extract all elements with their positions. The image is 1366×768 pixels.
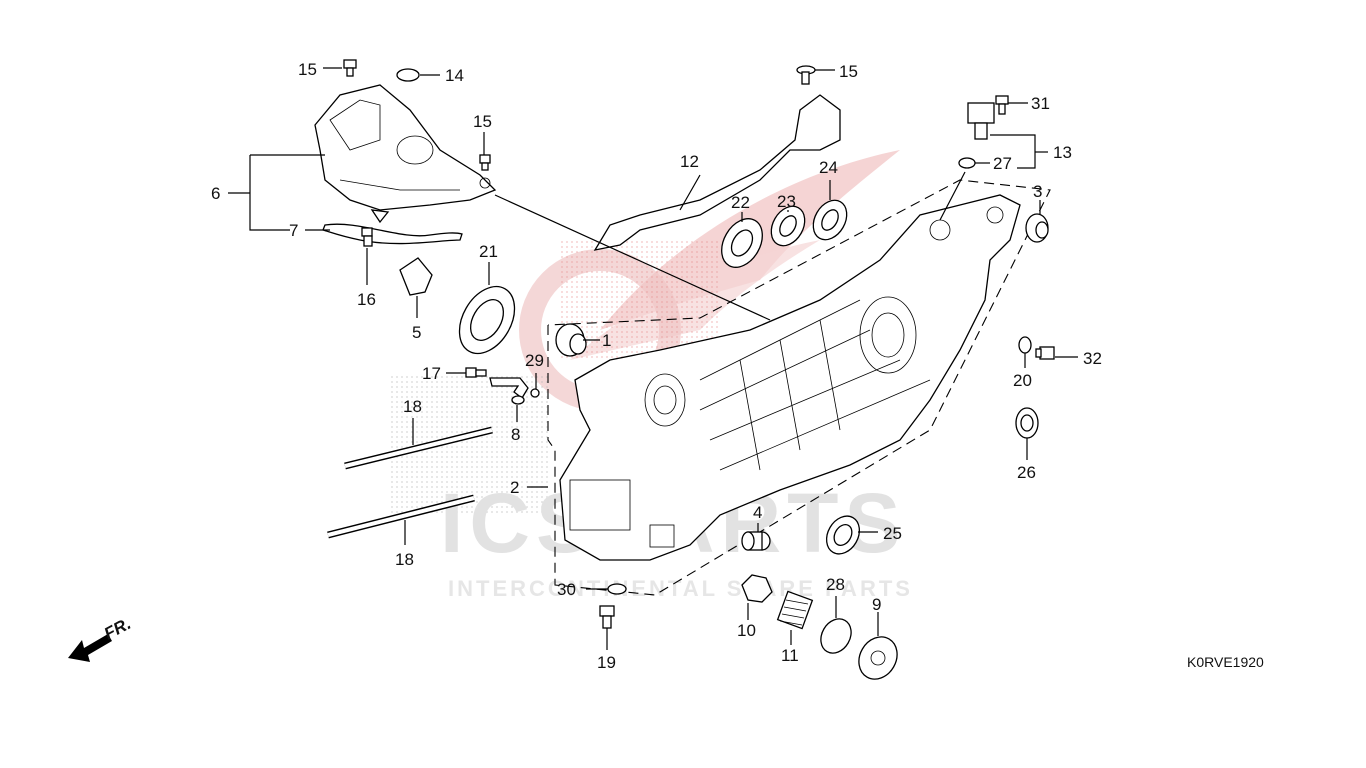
part-32-bolt: [1035, 346, 1055, 360]
part-6-cover: [314, 84, 497, 224]
part-4-collar: [741, 531, 771, 551]
callout-26: 26: [1017, 463, 1036, 482]
callout-23: 23: [777, 192, 796, 211]
part-29-ring: [530, 388, 540, 398]
callout-6: 6: [211, 184, 220, 203]
callout-11: 11: [781, 646, 799, 665]
part-5-plate: [399, 257, 433, 296]
callout-3: 3: [1033, 182, 1042, 201]
callout-7: 7: [289, 221, 298, 240]
callout-18a: 18: [403, 397, 422, 416]
part-31-bolt: [995, 95, 1009, 115]
callout-9: 9: [872, 595, 881, 614]
part-19-bolt: [599, 605, 615, 629]
part-30-washer: [607, 583, 627, 595]
part-10-plug: [741, 574, 773, 603]
callout-22: 22: [731, 193, 750, 212]
part-11-spring: [776, 590, 814, 630]
part-8-washer: [511, 395, 525, 405]
callout-21: 21: [479, 242, 498, 261]
callout-20: 20: [1013, 371, 1032, 390]
callout-29: 29: [525, 351, 544, 370]
callout-19: 19: [597, 653, 616, 672]
part-18-stud: [327, 494, 475, 539]
part-18-stud: [344, 426, 493, 470]
part-1-collar: [555, 323, 587, 357]
callout-5: 5: [412, 323, 421, 342]
callout-24: 24: [819, 158, 838, 177]
callout-1: 1: [602, 331, 611, 350]
callout-27: 27: [993, 154, 1012, 173]
callout-32: 32: [1083, 349, 1102, 368]
callout-28: 28: [826, 575, 845, 594]
part-25-seal: [825, 515, 861, 555]
callout-18b: 18: [395, 550, 414, 569]
callout-4: 4: [753, 503, 762, 522]
part-23-bearing: [770, 205, 806, 247]
callout-15a: 15: [298, 60, 317, 79]
part-21-bearing: [458, 285, 516, 355]
part-3-collar: [1025, 213, 1049, 243]
part-28-oring: [820, 618, 852, 654]
part-15-bolt: [479, 154, 491, 171]
callout-2: 2: [510, 478, 519, 497]
callout-17: 17: [422, 364, 441, 383]
diagram-code: K0RVE1920: [1187, 654, 1264, 670]
part-26-seal: [1015, 407, 1039, 439]
callout-labels: 1 2 3 4 5 6 7 8 9 10 11 12 13 14 15 15 1…: [211, 60, 1102, 672]
callout-8: 8: [511, 425, 520, 444]
part-9-cap: [858, 636, 898, 680]
part-27-oring: [958, 157, 976, 169]
part-15-bolt: [796, 65, 816, 85]
callout-13: 13: [1053, 143, 1072, 162]
callout-10: 10: [737, 621, 756, 640]
callout-15b: 15: [473, 112, 492, 131]
part-24-bearing: [812, 199, 848, 241]
part-15-bolt: [343, 59, 357, 77]
callout-30: 30: [557, 580, 576, 599]
callout-12: 12: [680, 152, 699, 171]
part-12-bracket: [593, 94, 841, 251]
callout-15c: 15: [839, 62, 858, 81]
front-arrow-icon: [68, 634, 112, 662]
part-17-bolt: [465, 367, 487, 378]
leader-lines: [228, 67, 1078, 650]
part-8-pipe: [489, 377, 529, 399]
callout-31: 31: [1031, 94, 1050, 113]
part-22-bearing: [721, 218, 763, 268]
part-2-crankcase: [559, 194, 1021, 561]
callout-16: 16: [357, 290, 376, 309]
part-13-sensor: [967, 102, 995, 140]
part-7-strip: [322, 223, 463, 245]
part-14-grommet: [396, 68, 420, 82]
callout-25: 25: [883, 524, 902, 543]
part-16-bolt: [361, 227, 373, 247]
assembly-boundary: [547, 179, 1051, 596]
callout-14: 14: [445, 66, 464, 85]
part-20-washer: [1018, 336, 1032, 354]
